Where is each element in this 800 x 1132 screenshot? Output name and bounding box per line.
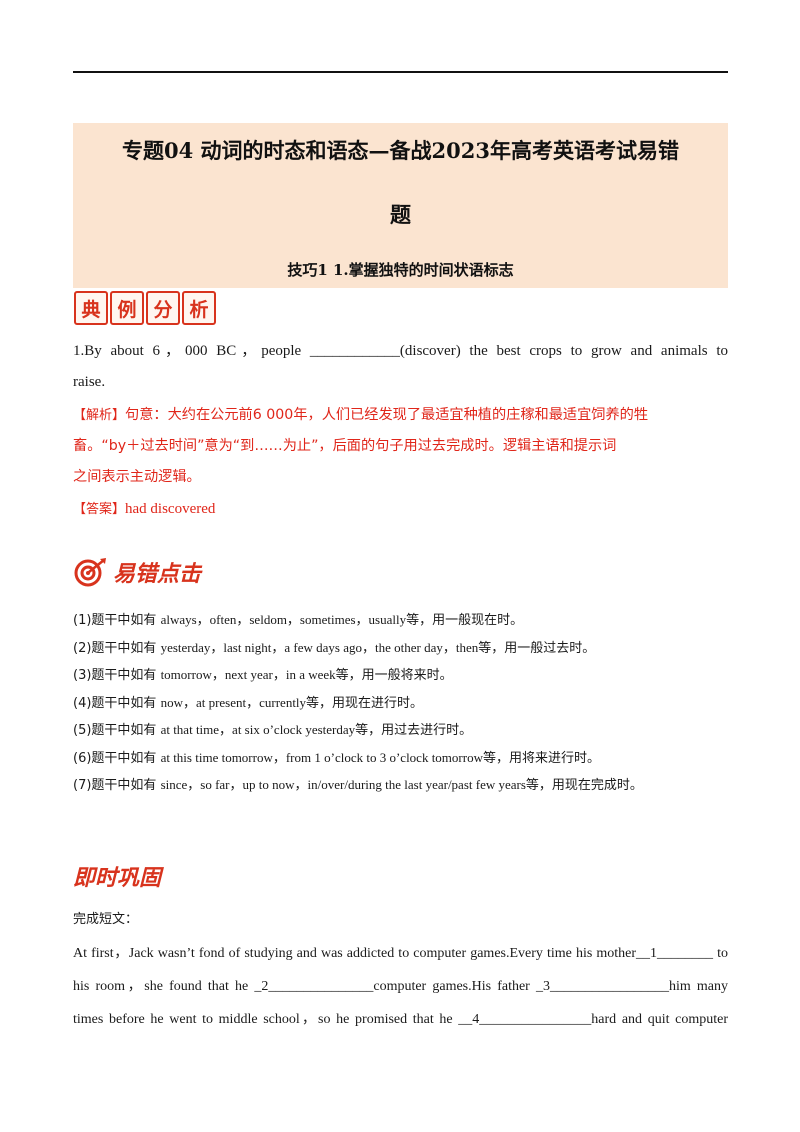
list-item: (7)题干中如有 since，so far，up to now，in/over/… xyxy=(73,777,643,793)
header-rule xyxy=(73,71,728,73)
list-item: (5)题干中如有 at that time，at six o’clock yes… xyxy=(73,722,473,738)
tips-heading-text: 易错点击 xyxy=(113,562,202,587)
list-item: (3)题干中如有 tomorrow，next year，in a week等，用… xyxy=(73,667,453,683)
passage-intro: 完成短文： xyxy=(73,912,139,927)
answer-label: 【答案】 xyxy=(73,502,126,517)
cloze-passage: At first，Jack wasn’t fond of studying an… xyxy=(73,937,728,1036)
practice-heading: 即时巩固 xyxy=(73,860,161,892)
list-item: (4)题干中如有 now，at present，currently等，用现在进行… xyxy=(73,694,424,711)
target-icon xyxy=(74,558,106,587)
analysis-text: 句意：大约在公元前6 000年，人们已经发现了最适宜种植的庄稼和最适宜饲养的牲 xyxy=(125,407,649,423)
analysis-text: 畜。“by＋过去时间”意为“到……为止”，后面的句子用过去完成时。逻辑主语和提示… xyxy=(73,438,617,454)
stamp-char: 分 xyxy=(146,291,180,325)
skill-subtitle: 技巧1 1.掌握独特的时间状语标志 xyxy=(287,261,514,279)
stamp-char: 析 xyxy=(182,291,216,325)
answer-text: had discovered xyxy=(125,501,216,517)
passage-line: At first，Jack wasn’t fond of studying an… xyxy=(73,946,728,961)
list-item: (2)题干中如有 yesterday，last night，a few days… xyxy=(73,639,596,656)
title-banner: 专题04 动词的时态和语态—备战2023年高考英语考试易错 题 技巧1 1.掌握… xyxy=(73,123,728,288)
answer-block: 【答案】had discovered xyxy=(73,494,215,525)
analysis-text: 之间表示主动逻辑。 xyxy=(73,469,201,485)
passage-line: his room，she found that he _2___________… xyxy=(73,979,728,994)
passage-line: times before he went to middle school，so… xyxy=(73,1012,728,1027)
stamp-char: 典 xyxy=(74,291,108,325)
example-analysis-stamp: 典 例 分 析 xyxy=(74,291,216,325)
question-1: 1.By about 6，000 BC，people ____________(… xyxy=(73,336,728,398)
question-1-line: raise. xyxy=(73,374,106,390)
analysis-block: 【解析】句意：大约在公元前6 000年，人们已经发现了最适宜种植的庄稼和最适宜饲… xyxy=(73,400,728,493)
practice-heading-text: 即时巩固 xyxy=(73,866,162,891)
analysis-label: 【解析】 xyxy=(73,408,126,423)
tips-list: (1)题干中如有 always，often，seldom，sometimes，u… xyxy=(73,606,728,799)
stamp-char: 例 xyxy=(110,291,144,325)
list-item: (6)题干中如有 at this time tomorrow，from 1 o’… xyxy=(73,749,600,766)
tips-heading: 易错点击 xyxy=(73,556,201,588)
question-1-line: 1.By about 6，000 BC，people ____________(… xyxy=(73,343,728,359)
page-title-continued: 题 xyxy=(390,202,411,227)
list-item: (1)题干中如有 always，often，seldom，sometimes，u… xyxy=(73,612,524,628)
page-title: 专题04 动词的时态和语态—备战2023年高考英语考试易错 xyxy=(122,138,679,163)
